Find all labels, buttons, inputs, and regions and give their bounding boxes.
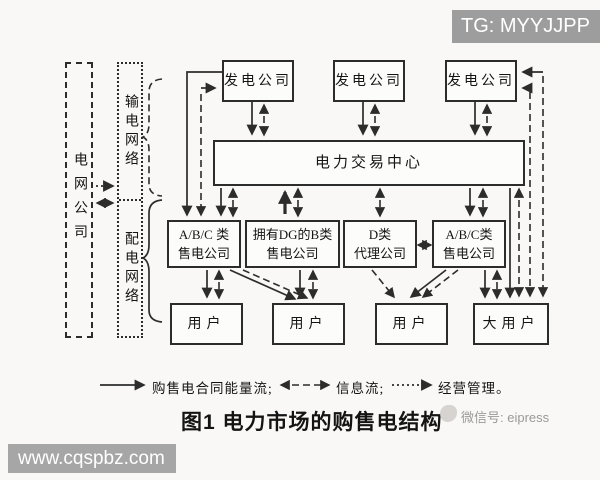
trading-center-box: 电力交易中心 <box>213 140 525 186</box>
generator-box-1: 发电公司 <box>222 60 294 102</box>
network-box: 输电网络 配电网络 <box>117 62 143 338</box>
distribution-network-label: 配电网络 <box>123 230 138 307</box>
website-watermark-badge: www.cqspbz.com <box>8 444 176 473</box>
figure-caption: 图1 电力市场的购售电结构 <box>181 411 443 434</box>
wechat-logo-icon <box>440 405 457 422</box>
retailer-box-abc-1: A/B/C 类 售电公司 <box>167 220 241 268</box>
user-box-2: 用户 <box>272 303 345 345</box>
distribution-network-section: 配电网络 <box>119 201 141 336</box>
agent-box-d: D类 代理公司 <box>343 220 417 268</box>
large-user-box: 大用户 <box>473 303 549 345</box>
energy-flow-lines <box>100 66 543 391</box>
info-flow-lines <box>95 76 549 391</box>
legend-energy-label: 购售电合同能量流; <box>152 381 273 396</box>
user-box-1: 用户 <box>170 303 243 345</box>
transmission-brace <box>141 78 163 197</box>
wechat-watermark: 微信号: eipress <box>461 410 550 425</box>
transmission-network-label: 输电网络 <box>123 93 138 170</box>
legend-info-label: 信息流; <box>336 381 385 396</box>
generator-box-2: 发电公司 <box>333 60 405 102</box>
transmission-network-section: 输电网络 <box>119 64 141 201</box>
management-flow-lines <box>96 180 433 391</box>
generator-box-3: 发电公司 <box>445 60 517 102</box>
legend-management-label: 经营管理。 <box>438 381 511 396</box>
distribution-brace <box>141 199 163 323</box>
telegram-watermark-badge: TG: MYYJJPP <box>452 10 600 43</box>
user-box-3: 用户 <box>375 303 448 345</box>
retailer-box-abc-2: A/B/C类 售电公司 <box>432 220 506 268</box>
grid-company-label: 电网公司 <box>72 152 87 248</box>
grid-company-box: 电网公司 <box>65 62 93 338</box>
retailer-box-dg-b: 拥有DG的B类 售电公司 <box>245 220 340 268</box>
